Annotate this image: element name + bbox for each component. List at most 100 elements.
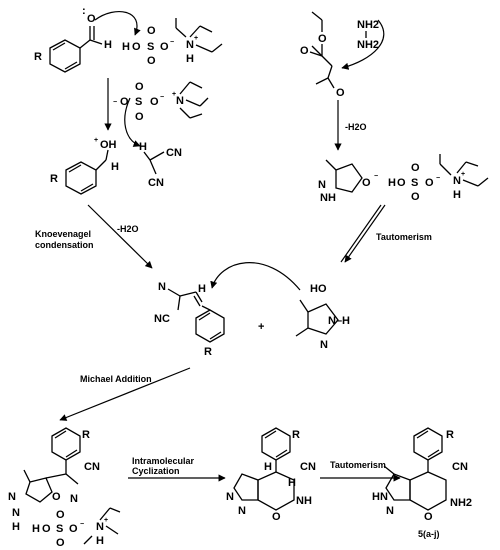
- atom-o: O: [120, 96, 129, 108]
- charge-plus: +: [172, 91, 176, 98]
- michael-adduct: R CN N N H O N H O S O O O − N + H: [8, 427, 121, 549]
- atom-o: O: [160, 41, 169, 53]
- atom-o: O: [272, 511, 281, 523]
- activated-aldehyde-malononitrile: OH + H R H CN CN: [50, 137, 182, 195]
- atom-n: N: [70, 493, 78, 505]
- atom-h: H: [198, 283, 206, 295]
- atom-o: O: [147, 25, 156, 37]
- atom-n-h: N–H: [328, 315, 350, 327]
- benzaldehyde: O H R :: [34, 5, 112, 73]
- atom-o: O: [424, 511, 433, 523]
- atom-o: O: [56, 537, 65, 549]
- atom-cn: CN: [166, 147, 182, 159]
- pyrazolone-ionic-liquid: N NH O − H O S O O O − N + H: [318, 154, 489, 204]
- atom-n: N: [12, 507, 20, 519]
- atom-n: N: [176, 95, 184, 107]
- label-minus-h2o-top: -H2O: [345, 122, 367, 132]
- charge-minus: −: [170, 39, 174, 46]
- atom-nh2: NH2: [450, 497, 472, 509]
- arrow-michael: [59, 367, 191, 421]
- charge-minus: −: [160, 94, 164, 101]
- atom-cn: CN: [84, 461, 100, 473]
- atom-r: R: [82, 429, 90, 441]
- atom-n: N: [96, 521, 104, 533]
- atom-o: O: [150, 96, 159, 108]
- charge-plus: +: [461, 171, 465, 178]
- atom-o: O: [135, 111, 144, 123]
- atom-n: N: [320, 339, 328, 351]
- atom-r: R: [50, 173, 58, 185]
- atom-o: O: [132, 41, 141, 53]
- charge-minus: −: [113, 99, 117, 106]
- arrow-push-top: [94, 11, 141, 36]
- atom-o: O: [52, 491, 61, 503]
- atom-o: O: [87, 13, 96, 25]
- atom-r: R: [292, 429, 300, 441]
- charge-plus: +: [94, 137, 98, 144]
- atom-s: S: [411, 177, 418, 189]
- atom-nc: NC: [154, 313, 170, 325]
- atom-o: O: [300, 45, 309, 57]
- atom-o: O: [362, 177, 371, 189]
- arrow-push-second: [124, 97, 141, 147]
- arrow-tautomerism: [344, 204, 386, 263]
- atom-s: S: [147, 41, 154, 53]
- atom-n: N: [158, 281, 166, 293]
- ionic-liquid-second: − O S O O O − N +: [113, 81, 209, 123]
- arrow-knoevenagel: [87, 204, 153, 269]
- atom-nh: NH: [296, 495, 312, 507]
- label-cyclization: Cyclization: [132, 466, 180, 476]
- charge-plus: +: [104, 517, 108, 524]
- arrow-push-hydrazine: [341, 19, 385, 70]
- charge-minus: −: [436, 175, 440, 182]
- label-tautomerism-mid: Tautomerism: [376, 232, 432, 242]
- atom-o: O: [135, 81, 144, 93]
- hydroxy-pyrazole: HO N–H N: [295, 283, 350, 351]
- plus-sign: +: [258, 321, 264, 333]
- atom-n: N: [186, 39, 194, 51]
- atom-h: H: [139, 141, 147, 153]
- atom-lone-pair: :: [82, 5, 86, 17]
- label-tautomerism-bottom: Tautomerism: [330, 460, 386, 470]
- atom-h: H: [453, 189, 461, 201]
- atom-n: N: [318, 179, 326, 191]
- atom-o: O: [336, 87, 345, 99]
- atom-o: O: [425, 177, 434, 189]
- atom-cn: CN: [300, 461, 316, 473]
- atom-o: O: [147, 55, 156, 67]
- atom-o: O: [411, 191, 420, 203]
- cyclized-intermediate: R N N O NH CN H H: [226, 427, 316, 523]
- atom-o: O: [411, 162, 420, 174]
- atom-h: H: [288, 477, 296, 489]
- atom-r: R: [446, 429, 454, 441]
- atom-h: H: [111, 161, 119, 173]
- atom-n: N: [226, 491, 234, 503]
- atom-h: H: [104, 39, 112, 51]
- atom-oh: OH: [100, 139, 117, 151]
- atom-o: O: [397, 177, 406, 189]
- charge-minus: −: [374, 173, 378, 180]
- ionic-liquid-top: H O S O O O − N + H: [122, 18, 223, 67]
- knoevenagel-product: N NC H R: [154, 281, 225, 358]
- ethyl-acetoacetate-hydrazine: O O O NH2 NH2: [300, 11, 379, 99]
- atom-h: H: [186, 53, 194, 65]
- atom-n: N: [386, 505, 394, 517]
- label-condensation: condensation: [35, 240, 94, 250]
- atom-o: O: [318, 33, 327, 45]
- atom-n: N: [238, 505, 246, 517]
- label-knoevenagel: Knoevenagel: [35, 229, 91, 239]
- label-michael: Michael Addition: [80, 374, 152, 384]
- atom-cn: CN: [148, 177, 164, 189]
- label-minus-h2o-mid: -H2O: [117, 224, 139, 234]
- atom-n: N: [453, 175, 461, 187]
- atom-r: R: [204, 346, 212, 358]
- label-intramolecular: Intramolecular: [132, 456, 195, 466]
- arrow-tautomerism-reverse: [340, 204, 382, 263]
- atom-s: S: [135, 96, 142, 108]
- final-product: R HN N O NH2 CN: [372, 427, 472, 523]
- charge-plus: +: [194, 35, 198, 42]
- atom-h: H: [12, 521, 20, 533]
- atom-nh2: NH2: [357, 39, 379, 51]
- atom-h: H: [32, 523, 40, 535]
- atom-h: H: [264, 461, 272, 473]
